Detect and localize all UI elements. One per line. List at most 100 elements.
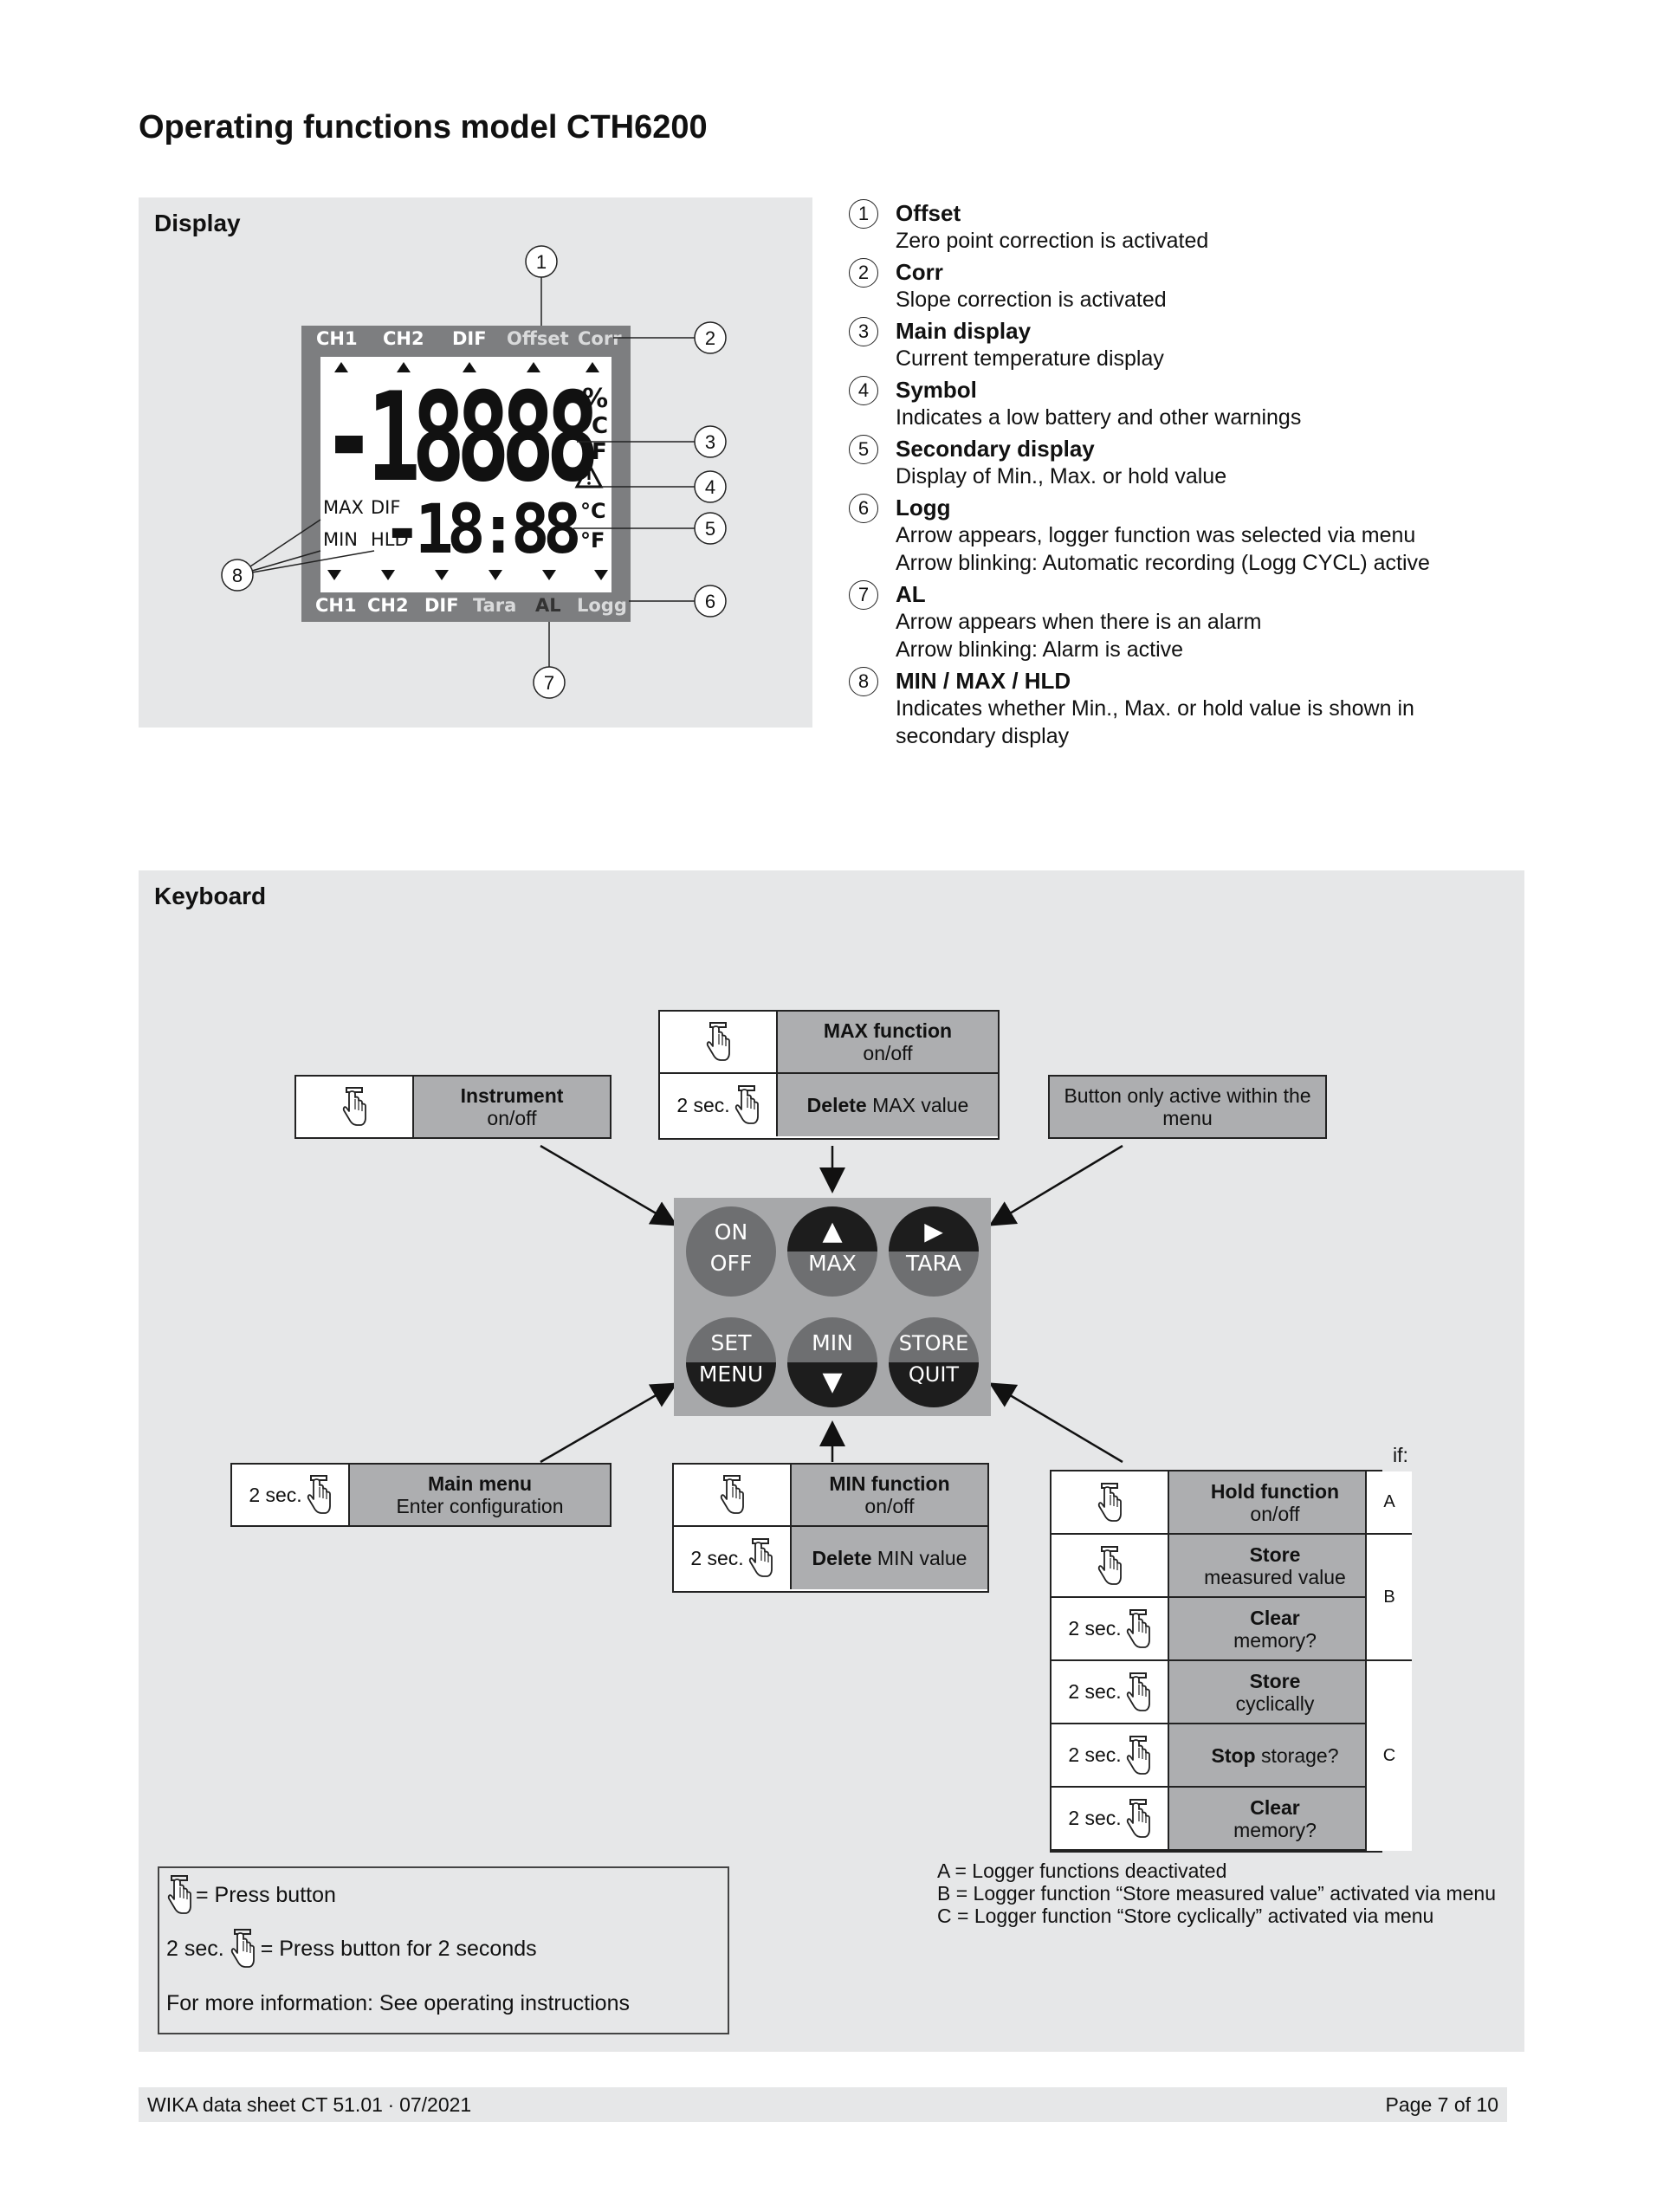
store-row-sub: memory? [1233, 1818, 1317, 1841]
page-title: Operating functions model CTH6200 [139, 109, 708, 146]
up-arrow-icon: ▲ [822, 1216, 842, 1246]
store-row-bold: Store [1249, 1543, 1301, 1566]
lcd-label-dif: DIF [371, 497, 400, 518]
store-row-text: Stop storage? [1169, 1724, 1381, 1786]
lcd-bottom-dif: DIF [424, 595, 459, 616]
right-arrow-icon: ▶ [924, 1217, 943, 1245]
two-sec-label: 2 sec. [166, 1936, 224, 1961]
lcd-bottom-ch2: CH2 [367, 595, 409, 616]
legend-number: 5 [849, 435, 878, 464]
min-function-text: MIN function on/off [792, 1465, 987, 1525]
callout-5: 5 [705, 518, 715, 540]
group-column: A B C [1365, 1471, 1412, 1851]
press-2sec-cell: 2 sec. [1052, 1598, 1169, 1659]
callout-6: 6 [705, 591, 715, 612]
legend-title: Secondary display [896, 436, 1095, 462]
legend-title: Main display [896, 318, 1032, 344]
menu-only-box: Button only active within the menu [1048, 1075, 1327, 1139]
hand-icon [166, 1875, 192, 1915]
press-2sec-cell: 2 sec. [660, 1074, 778, 1136]
legend-line: secondary display [896, 724, 1070, 748]
main-menu-text: Main menu Enter configuration [350, 1465, 610, 1525]
max-key-label: MAX [808, 1251, 857, 1276]
lcd-unit-percent: % [582, 384, 608, 414]
lcd-unit-fahrenheit: °F [580, 439, 607, 465]
menu-only-text: Button only active within the menu [1050, 1077, 1325, 1137]
store-quit-button[interactable]: STORE QUIT [889, 1317, 979, 1407]
quit-key-label: QUIT [909, 1362, 960, 1387]
hand-icon [306, 1475, 332, 1515]
lcd-top-corr: Corr [578, 328, 622, 349]
footer-left: WIKA data sheet CT 51.01 ∙ 07/2021 [147, 2092, 472, 2116]
lcd-bottom-al: AL [535, 595, 561, 616]
keyboard-title: Keyboard [154, 883, 267, 909]
callout-3: 3 [705, 431, 715, 453]
min-down-button[interactable]: MIN ▼ [787, 1317, 877, 1407]
two-sec-label: 2 sec. [1068, 1807, 1122, 1829]
legend-line: Indicates a low battery and other warnin… [896, 405, 1302, 430]
store-row-sub: on/off [1250, 1502, 1300, 1525]
two-sec-label: 2 sec. [1068, 1617, 1122, 1640]
store-row-text: Store measured value [1169, 1535, 1381, 1596]
store-row-text: Clear memory? [1169, 1788, 1381, 1849]
press-2sec-cell: 2 sec. [232, 1465, 350, 1525]
store-row-sub: measured value [1204, 1565, 1346, 1588]
instrument-label: Instrument [460, 1084, 564, 1107]
min-box: MIN function on/off 2 sec. Delete MIN va… [672, 1463, 989, 1593]
press-2sec-cell: 2 sec. [1052, 1661, 1169, 1723]
callout-1: 1 [536, 251, 547, 273]
callout-4: 4 [705, 476, 715, 498]
legend-title: Symbol [896, 377, 977, 403]
tara-right-button[interactable]: ▶ TARA [889, 1206, 979, 1297]
on-off-key-top: ON [715, 1219, 747, 1245]
set-key-label: SET [711, 1330, 753, 1355]
info-press-text: = Press button [196, 1882, 336, 1907]
lcd-screen [320, 357, 611, 592]
lcd-label-min: MIN [323, 529, 358, 550]
store-row-bold: Clear [1250, 1795, 1300, 1819]
keypad: ON OFF ▲ MAX ▶ TARA SET MENU MIN ▼ [674, 1198, 991, 1416]
tara-key-label: TARA [905, 1251, 961, 1276]
info-box: = Press button 2 sec. = Press button for… [158, 1866, 729, 2034]
store-box: Hold function on/off Store measured valu… [1050, 1470, 1412, 1853]
on-off-key-bottom: OFF [710, 1251, 752, 1276]
on-off-button[interactable]: ON OFF [686, 1206, 776, 1297]
lcd-bottom-arrows [327, 570, 608, 580]
legend-title: Offset [896, 200, 961, 226]
legend-number: 7 [849, 580, 878, 610]
hand-icon [1097, 1546, 1123, 1586]
legend-number: 6 [849, 494, 878, 523]
max-delete-text: Delete MAX value [778, 1074, 998, 1136]
set-menu-button[interactable]: SET MENU [686, 1317, 776, 1407]
hand-icon [341, 1087, 367, 1127]
instrument-box: Instrument on/off [294, 1075, 611, 1139]
callout-7: 7 [544, 672, 554, 694]
store-row-text: Store cyclically [1169, 1661, 1381, 1723]
keyboard-panel: Keyboard ON OFF ▲ MAX [139, 870, 1524, 2052]
hand-icon [705, 1022, 731, 1062]
display-panel: Display 1 CH1 CH2 DIF Offset Corr -18888… [139, 197, 812, 728]
hand-icon [1125, 1672, 1151, 1712]
min-function-sub: on/off [864, 1495, 915, 1517]
hand-icon [1097, 1483, 1123, 1523]
callout-2: 2 [705, 327, 715, 349]
max-delete-bold: Delete [806, 1094, 867, 1116]
store-row-sub: memory? [1233, 1628, 1317, 1652]
info-press-two: 2 sec. = Press button for 2 seconds [166, 1929, 537, 1969]
press-2sec-cell: 2 sec. [1052, 1724, 1169, 1786]
display-title: Display [154, 210, 241, 236]
lcd-top-ch1: CH1 [316, 328, 358, 349]
lcd-sec-unit-celsius: °C [580, 499, 606, 523]
legend-line: Arrow blinking: Automatic recording (Log… [896, 551, 1430, 575]
lcd-top-dif: DIF [452, 328, 487, 349]
legend-line: Arrow appears when there is an alarm [896, 610, 1262, 634]
store-key-label: STORE [899, 1331, 969, 1355]
legend-line: Slope correction is activated [896, 288, 1167, 312]
two-sec-label: 2 sec. [676, 1093, 730, 1116]
lcd-diagram: 1 CH1 CH2 DIF Offset Corr -18888 % °C °F [221, 245, 727, 699]
store-row-text: Clear memory? [1169, 1598, 1381, 1659]
max-function-sub: on/off [863, 1042, 913, 1064]
group-a: A [1367, 1471, 1412, 1535]
max-up-button[interactable]: ▲ MAX [787, 1206, 877, 1297]
min-key-label: MIN [812, 1330, 853, 1355]
